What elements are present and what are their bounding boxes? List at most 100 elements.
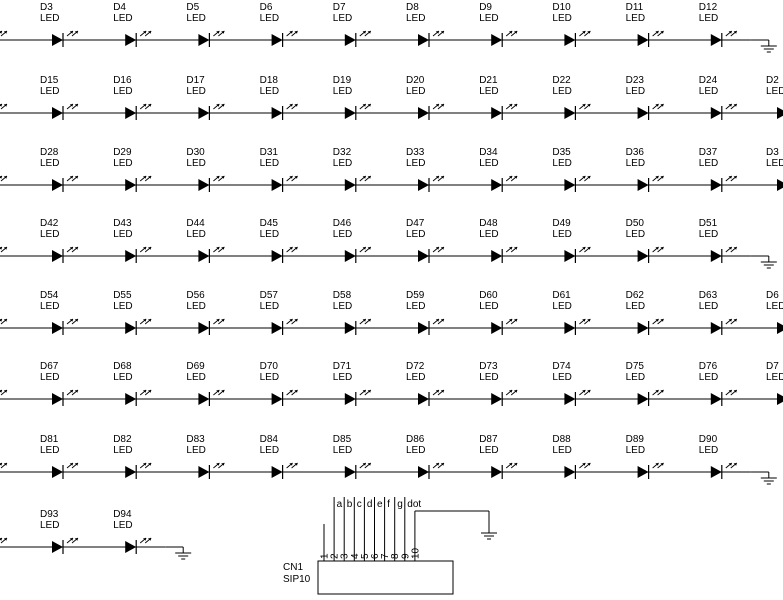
connector-pin-9: 9 xyxy=(400,497,411,561)
cutoff-led-left xyxy=(0,246,8,253)
led-row-2: D15LEDD16LEDD17LEDD18LEDD19LEDD20LEDD21L… xyxy=(0,75,783,120)
diode-triangle xyxy=(491,250,503,262)
diode-triangle xyxy=(52,250,63,262)
led-ref-label: D49 xyxy=(552,218,571,229)
led-ref-label: D90 xyxy=(699,434,718,445)
led-value-label: LED xyxy=(113,158,132,169)
led-ref-label: D84 xyxy=(260,434,279,445)
led-value-label: LED xyxy=(479,158,498,169)
diode-triangle xyxy=(271,393,283,405)
pin-signal-label: g xyxy=(397,499,403,510)
led-ref-label: D54 xyxy=(40,290,59,301)
pin-number: 6 xyxy=(370,553,381,559)
connector-ref: CN1 xyxy=(283,562,303,573)
diode-triangle xyxy=(125,250,137,262)
led-ref-label: D72 xyxy=(406,361,425,372)
led-ref-label: D12 xyxy=(699,2,718,13)
led-value-label: LED xyxy=(40,158,59,169)
diode-triangle xyxy=(198,250,210,262)
led-row-5: D54LEDD55LEDD56LEDD57LEDD58LEDD59LEDD60L… xyxy=(0,290,783,335)
led-ref-label: D19 xyxy=(333,75,352,86)
diode-triangle xyxy=(198,179,210,191)
led-ref-label: D7 xyxy=(766,361,779,372)
led-value-label: LED xyxy=(699,372,718,383)
diode-triangle xyxy=(564,179,576,191)
led-value-label: LED xyxy=(113,520,132,531)
led-row-1: D3LEDD4LEDD5LEDD6LEDD7LEDD8LEDD9LEDD10LE… xyxy=(0,2,777,53)
diode-triangle xyxy=(491,34,503,46)
diode-triangle xyxy=(198,322,210,334)
diode-triangle xyxy=(564,322,576,334)
diode-triangle xyxy=(125,179,137,191)
led-value-label: LED xyxy=(186,301,205,312)
cutoff-led-left xyxy=(0,389,8,396)
led-ref-label: D33 xyxy=(406,147,425,158)
diode-triangle xyxy=(564,393,576,405)
pin-signal-label: b xyxy=(347,499,353,510)
led-value-label: LED xyxy=(699,86,718,97)
led-ref-label: D55 xyxy=(113,290,132,301)
led-ref-label: D8 xyxy=(406,2,419,13)
led-ref-label: D45 xyxy=(260,218,279,229)
led-value-label: LED xyxy=(186,445,205,456)
led-value-label: LED xyxy=(626,86,645,97)
diode-triangle xyxy=(710,393,722,405)
led-value-label: LED xyxy=(113,229,132,240)
diode-triangle xyxy=(125,34,137,46)
led-value-label: LED xyxy=(699,229,718,240)
diode-triangle xyxy=(52,322,63,334)
led-ref-label: D70 xyxy=(260,361,279,372)
led-ref-label: D6 xyxy=(766,290,779,301)
diode-triangle xyxy=(418,107,429,119)
led-ref-label: D81 xyxy=(40,434,59,445)
led-ref-label: D32 xyxy=(333,147,352,158)
led-ref-label: D16 xyxy=(113,75,132,86)
connector-pin-1: 1 xyxy=(320,524,331,561)
diode-triangle xyxy=(271,179,283,191)
led-ref-label: D63 xyxy=(699,290,718,301)
pin-number: 4 xyxy=(350,553,361,559)
led-value-label: LED xyxy=(766,372,783,383)
led-value-label: LED xyxy=(186,13,205,24)
cutoff-led-left xyxy=(0,103,8,110)
led-value-label: LED xyxy=(626,372,645,383)
pin-signal-label: c xyxy=(357,499,362,510)
led-ref-label: D75 xyxy=(626,361,645,372)
led-value-label: LED xyxy=(406,13,425,24)
diode-triangle xyxy=(344,466,356,478)
diode-triangle xyxy=(52,34,63,46)
led-value-label: LED xyxy=(333,158,352,169)
connector-pin-10: 10 xyxy=(410,511,421,561)
led-ref-label: D68 xyxy=(113,361,132,372)
led-ref-label: D7 xyxy=(333,2,346,13)
led-ref-label: D73 xyxy=(479,361,498,372)
pin-signal-label: a xyxy=(337,499,343,510)
diode-triangle xyxy=(344,34,356,46)
led-ref-label: D20 xyxy=(406,75,425,86)
led-ref-label: D94 xyxy=(113,509,132,520)
diode-triangle xyxy=(271,466,283,478)
led-ref-label: D74 xyxy=(552,361,571,372)
diode-triangle xyxy=(344,393,356,405)
led-value-label: LED xyxy=(40,372,59,383)
pin-signal-label: f xyxy=(387,499,390,510)
pin-number: 3 xyxy=(340,553,351,559)
